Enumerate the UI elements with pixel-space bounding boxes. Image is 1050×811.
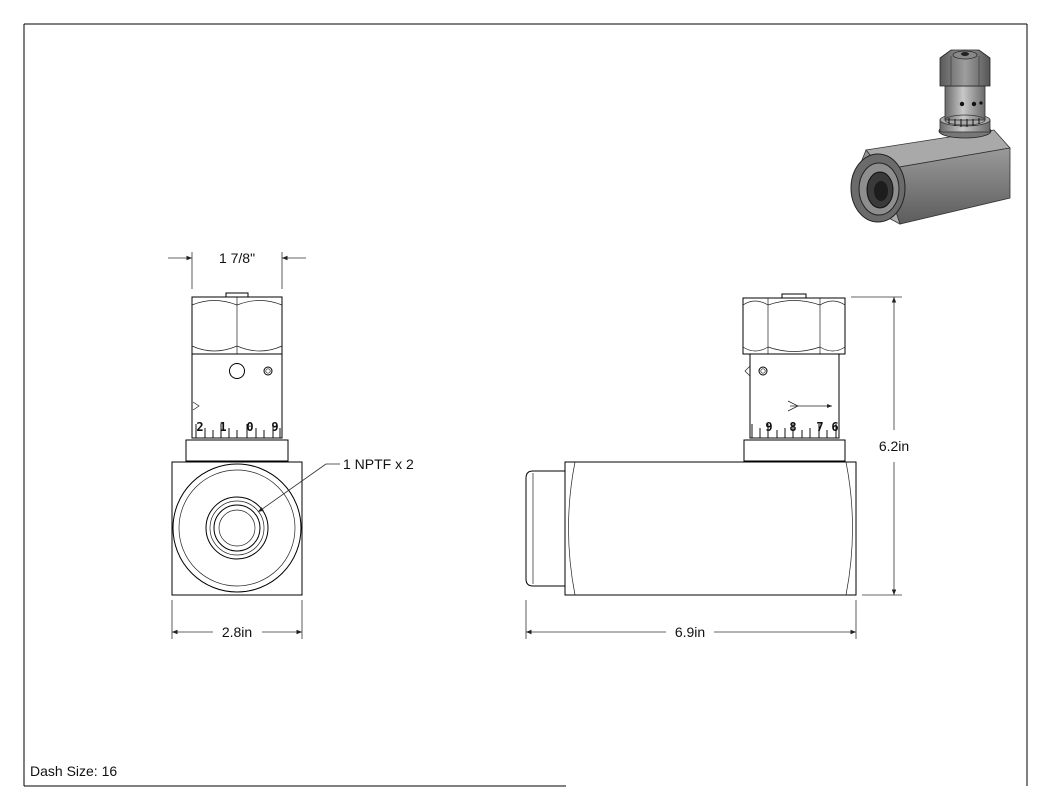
front-scale-label-1: 1 <box>219 420 226 434</box>
front-scale-label-0: 2 <box>196 420 203 434</box>
port-callout: 1 NPTF x 2 <box>343 456 414 472</box>
side-scale-label-0: 9 <box>765 420 772 434</box>
dim-body-length: 6.9in <box>675 624 705 640</box>
side-scale-label-1: 8 <box>789 420 796 434</box>
dim-body-width: 2.8in <box>222 624 252 640</box>
front-scale-label-2: 0 <box>246 420 253 434</box>
dim-height: 6.2in <box>879 438 909 454</box>
front-scale-label-3: 9 <box>271 420 278 434</box>
isometric-render <box>850 49 1011 225</box>
side-view: 9 8 7 6 6.2in 6.9in <box>525 293 909 640</box>
dim-hex-width: 1 7/8" <box>219 250 255 266</box>
front-view: 2 1 0 9 1 7/8" 2.8in 1 NPTF x 2 <box>168 250 414 640</box>
side-scale-label-2: 7 <box>816 420 823 434</box>
side-scale-label-3: 6 <box>831 420 838 434</box>
dash-size-label: Dash Size: 16 <box>30 763 117 779</box>
drawing-border <box>23 23 1028 787</box>
